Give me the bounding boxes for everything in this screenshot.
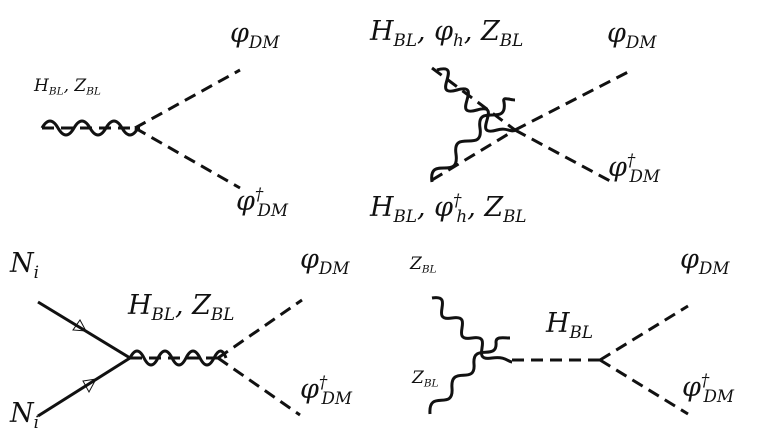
fermion-arrow-top-3 (72, 319, 87, 332)
wavy-in-bottom-2 (430, 97, 516, 183)
d4-z-top-label: ZBL (410, 254, 437, 276)
scalar-line-top-4 (599, 304, 689, 362)
fermion-in-bottom-3 (37, 356, 131, 418)
d3-fermion-bottom-label: Ni (10, 398, 39, 432)
wavy-in-top-4 (431, 296, 513, 364)
scalar-line-bottom-4 (599, 358, 689, 416)
d4-phi-dm-dagger-label: φ†DM (682, 370, 734, 406)
scalar-line-top-1 (134, 68, 241, 130)
diagram-2 (430, 66, 633, 184)
fermion-in-top-3 (37, 300, 131, 360)
d2-initial-top-label: HBL, φh, ZBL (370, 16, 524, 50)
scalar-line-top-3 (217, 298, 303, 360)
d1-phi-dm-label: φDM (230, 18, 280, 52)
scalar-line-bottom-1 (134, 126, 241, 190)
dashed-in-bottom-2 (431, 128, 516, 182)
propagator-wavy-3 (128, 349, 228, 367)
wavy-in-bottom-4 (428, 336, 511, 415)
d4-z-bottom-label: ZBL (412, 368, 439, 390)
d1-mediator-label: HBL, ZBL (34, 76, 101, 98)
wavy-in-top-2 (436, 67, 516, 133)
diagram-4 (428, 296, 689, 416)
scalar-line-top-2 (514, 68, 633, 132)
scalar-line-bottom-3 (217, 356, 301, 417)
d3-fermion-top-label: Ni (10, 248, 39, 282)
d1-phi-dm-dagger-label: φ†DM (236, 184, 288, 220)
fermion-arrow-bottom-3 (82, 378, 97, 394)
d4-higgs-label: HBL (546, 308, 593, 342)
d3-phi-dm-dagger-label: φ†DM (300, 372, 352, 408)
d3-mediator-label: HBL, ZBL (128, 290, 235, 324)
d2-phi-dm-label: φDM (607, 18, 657, 52)
d2-initial-bottom-label: HBL, φ†h, ZBL (370, 190, 527, 226)
scalar-line-bottom-2 (514, 128, 613, 184)
dashed-in-top-2 (431, 66, 516, 132)
d2-phi-dm-dagger-label: φ†DM (608, 150, 660, 186)
propagator-wavy-1 (40, 119, 140, 137)
d3-phi-dm-label: φDM (300, 244, 350, 278)
diagram-1 (40, 68, 241, 190)
diagram-3 (37, 298, 303, 418)
d4-phi-dm-label: φDM (680, 244, 730, 278)
